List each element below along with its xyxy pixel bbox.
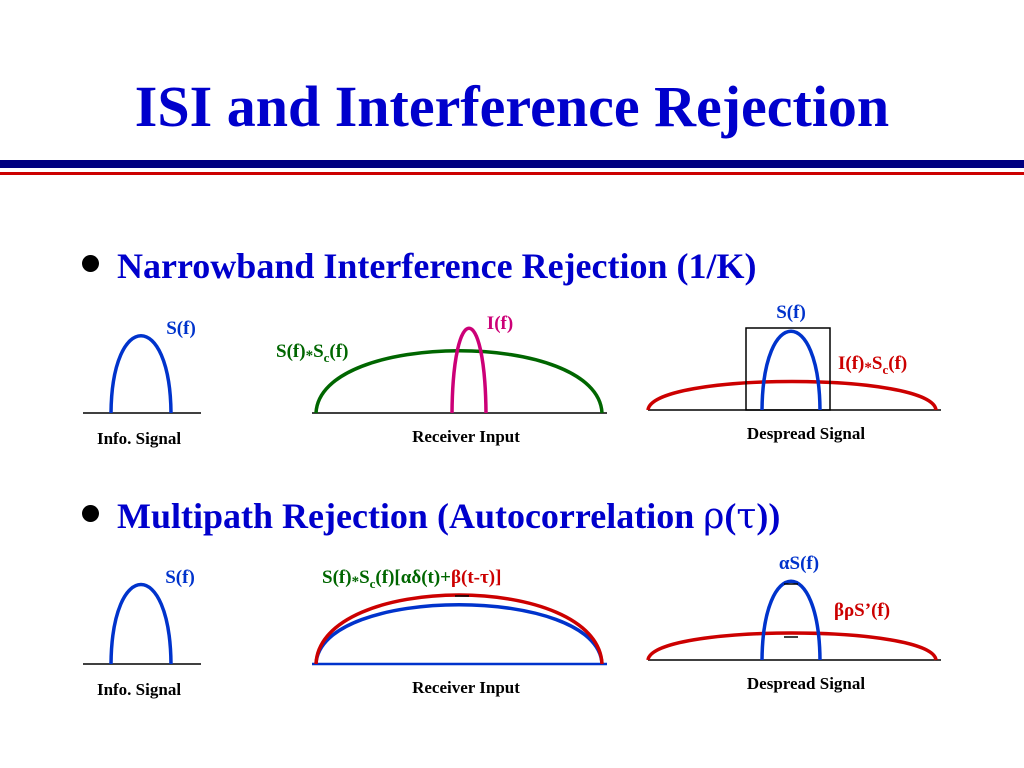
narrowband-despread-panel: S(f) I(f)*Sc(f) Despread Signal [646,302,941,443]
narrowband-receiver-panel: I(f) S(f)*Sc(f) Receiver Input [276,313,607,446]
slide-title: ISI and Interference Rejection [134,74,890,139]
mp-despread-caption: Despread Signal [747,674,866,693]
info-signal-caption: Info. Signal [97,429,181,448]
title-rule-red [0,172,1024,175]
multipath-heading-tau: τ [736,496,757,537]
mp-despread-multipath-label: βρS’(f) [834,600,890,621]
despread-interference-label: I(f)*Sc(f) [838,353,907,377]
multipath-heading-close: )) [756,496,781,536]
receiver-caption: Receiver Input [412,427,520,446]
multipath-heading-prefix: Multipath Rejection (Autocorrelation [117,496,704,536]
bullet-dot-icon [82,505,99,522]
mp-delayed-path-curve [314,593,604,665]
mp-direct-path-curve [314,603,604,665]
filter-window-box [745,327,831,411]
mp-info-signal-curve [109,583,173,665]
multipath-receiver-panel: S(f)*Sc(f)[αδ(t)+β(t-τ)] Receiver Input [312,567,607,697]
despread-signal-label: S(f) [776,302,806,323]
despread-caption: Despread Signal [747,424,866,443]
multipath-heading-rho: ρ [703,496,725,537]
interference-curve [450,326,488,414]
despread-signal-curve [760,329,822,411]
multipath-info-panel: S(f) Info. Signal [83,567,201,699]
interference-label: I(f) [487,313,513,334]
mp-despread-signal-curve [760,579,822,661]
narrowband-heading: Narrowband Interference Rejection (1/K) [117,246,757,286]
mp-receiver-caption: Receiver Input [412,678,520,697]
despread-interference-curve [646,379,938,411]
spread-signal-label: S(f)*Sc(f) [276,341,348,365]
info-signal-curve [109,334,173,414]
mp-info-signal-caption: Info. Signal [97,680,181,699]
bullet-narrowband: Narrowband Interference Rejection (1/K) [82,244,757,288]
info-signal-label: S(f) [166,318,196,339]
mp-info-signal-label: S(f) [165,567,195,588]
mp-despread-signal-label: αS(f) [779,553,819,574]
multipath-heading-open: ( [724,496,737,536]
bullet-multipath: Multipath Rejection (Autocorrelation ρ(τ… [82,494,780,539]
multipath-despread-panel: αS(f) βρS’(f) Despread Signal [646,553,941,693]
narrowband-info-panel: S(f) Info. Signal [83,318,201,448]
title-rule-navy [0,160,1024,168]
mp-despread-multipath-curve [646,631,938,661]
mp-receiver-label: S(f)*Sc(f)[αδ(t)+β(t-τ)] [322,567,501,591]
spread-signal-curve [314,349,604,414]
bullet-dot-icon [82,255,99,272]
